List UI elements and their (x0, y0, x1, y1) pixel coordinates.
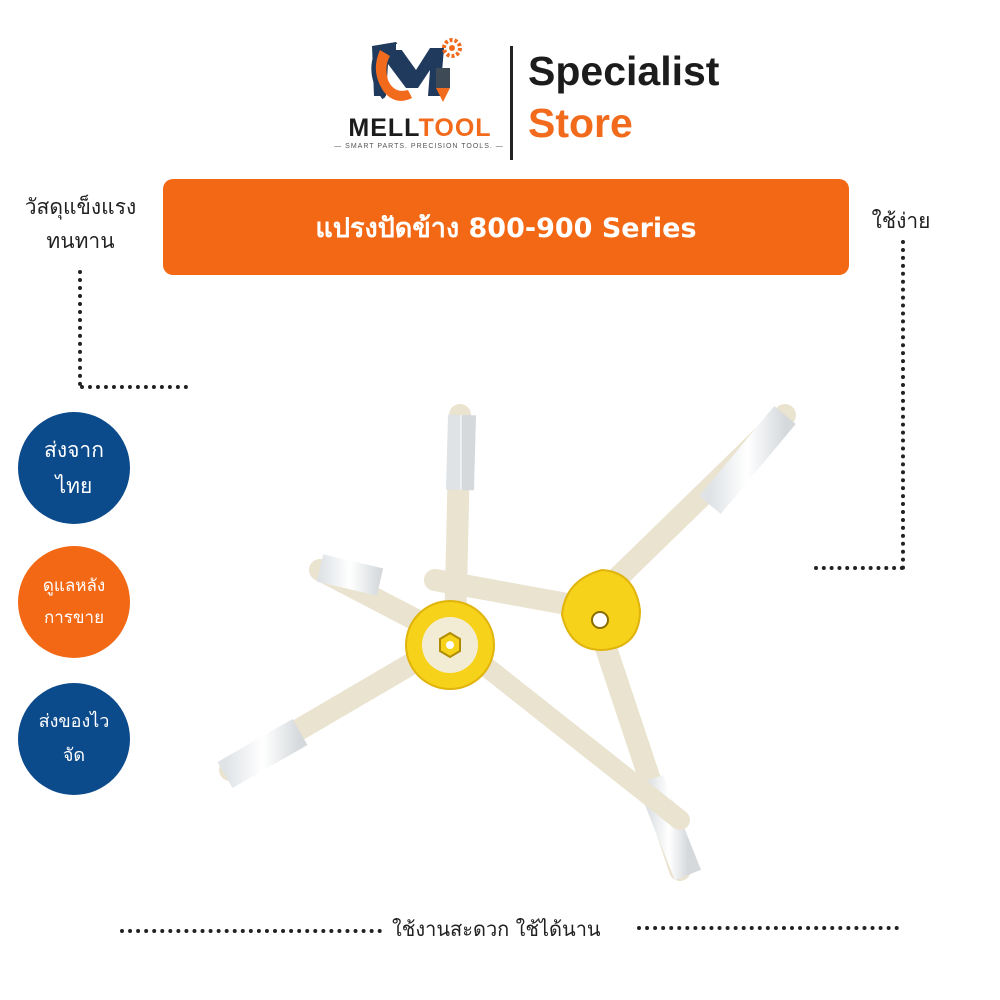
product-title: แปรงปัดข้าง 800-900 Series (315, 212, 697, 244)
dotted-leader-bottom-right (637, 926, 899, 930)
label-easy-to-use: ใช้ง่าย (871, 209, 931, 233)
logo-word-mell: MELL (348, 114, 419, 142)
melltool-logo-icon (371, 38, 462, 102)
logo-word-tool: TOOL (418, 114, 492, 142)
dotted-leader-right-vertical (901, 240, 905, 570)
dotted-leader-left-vertical (78, 270, 82, 386)
side-brush-left (217, 404, 690, 830)
side-brush-product-image (217, 404, 796, 881)
logo-divider (510, 46, 513, 160)
label-durable-line1: วัสดุแข็งแรง (24, 195, 137, 219)
brand-specialist: Specialist (528, 48, 720, 94)
badge-ship-thai-line1: ส่งจาก (44, 438, 104, 462)
dotted-leader-right-horizontal (814, 566, 904, 570)
badge-after-sales-line2: การขาย (43, 608, 105, 628)
brand-store: Store (528, 100, 633, 146)
badge-fast-shipping: ส่งของไว จัด (18, 683, 130, 795)
dotted-leader-left-horizontal (80, 385, 188, 389)
logo-tagline: — SMART PARTS. PRECISION TOOLS. — (334, 143, 504, 150)
logo-wordmark: MELLTOOL (340, 114, 500, 143)
badge-ship-from-thailand: ส่งจาก ไทย (18, 412, 130, 524)
badge-ship-thai-line2: ไทย (55, 474, 93, 498)
dotted-leader-bottom-left (120, 929, 382, 933)
badge-fast-ship-line1: ส่งของไว (38, 711, 110, 732)
badge-fast-ship-line2: จัด (62, 745, 86, 766)
label-durable-line2: ทนทาน (46, 229, 115, 253)
title-banner: แปรงปัดข้าง 800-900 Series (163, 179, 849, 275)
side-brush-right (424, 404, 796, 881)
badge-after-sales-line1: ดูแลหลัง (42, 576, 106, 596)
label-durable: วัสดุแข็งแรง ทนทาน (8, 190, 153, 258)
badge-after-sales: ดูแลหลัง การขาย (18, 546, 130, 658)
footer-caption: ใช้งานสะดวก ใช้ได้นาน (392, 917, 601, 941)
